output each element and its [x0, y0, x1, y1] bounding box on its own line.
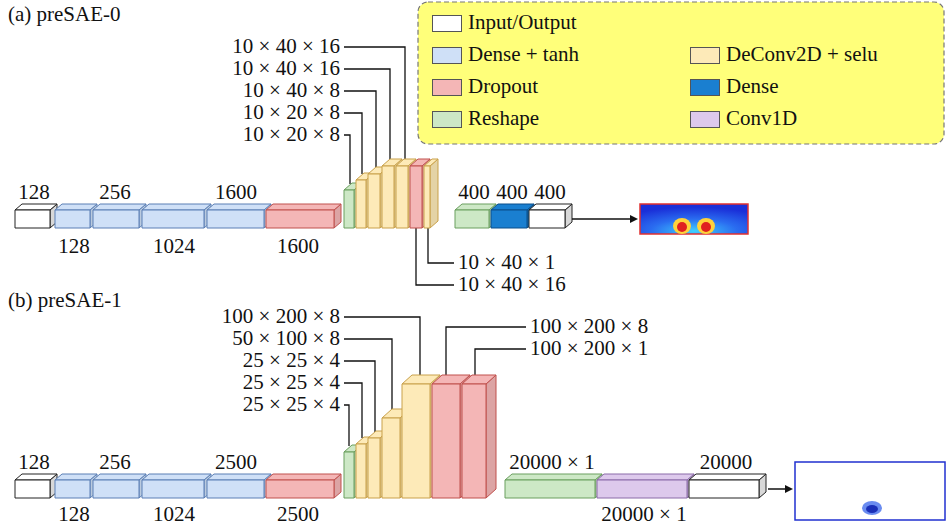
- dimension-label: 256: [99, 182, 131, 203]
- legend-text: Dense: [726, 76, 778, 97]
- dimension-label: 128: [18, 182, 50, 203]
- dimension-label: 400: [534, 182, 566, 203]
- dimension-label: 1600: [277, 236, 319, 257]
- dimension-label: 100 × 200 × 8: [222, 306, 340, 327]
- dimension-label: 20000: [700, 452, 753, 473]
- dimension-label: 128: [18, 452, 50, 473]
- legend-swatch: [690, 111, 720, 128]
- legend-panel: [418, 2, 944, 144]
- legend-text: Input/Output: [468, 12, 577, 33]
- dimension-label: 10 × 40 × 1: [458, 252, 555, 273]
- panel-title: (b) preSAE-1: [8, 290, 122, 311]
- output-image-b: [795, 462, 945, 520]
- legend-swatch: [432, 111, 462, 128]
- dimension-label: 10 × 20 × 8: [243, 102, 340, 123]
- dimension-label: 10 × 20 × 8: [243, 124, 340, 145]
- dimension-label: 20000 × 1: [601, 504, 686, 525]
- panel-title: (a) preSAE-0: [8, 4, 121, 25]
- dimension-label: 400: [458, 182, 490, 203]
- legend-swatch: [690, 79, 720, 96]
- dimension-label: 100 × 200 × 8: [530, 316, 648, 337]
- legend-text: DeConv2D + selu: [726, 44, 878, 65]
- dimension-label: 25 × 25 × 4: [243, 350, 340, 371]
- dimension-label: 256: [99, 452, 131, 473]
- dimension-label: 50 × 100 × 8: [232, 328, 340, 349]
- legend-swatch: [432, 15, 462, 32]
- dimension-label: 1024: [153, 504, 195, 525]
- dimension-label: 1600: [215, 182, 257, 203]
- dimension-label: 20000 × 1: [509, 452, 594, 473]
- dimension-label: 10 × 40 × 16: [232, 36, 340, 57]
- dimension-label: 1024: [153, 236, 195, 257]
- legend-text: Conv1D: [726, 108, 797, 129]
- dimension-label: 25 × 25 × 4: [243, 394, 340, 415]
- legend-text: Dropout: [468, 76, 538, 97]
- output-image-a: [640, 204, 748, 234]
- dimension-label: 128: [58, 504, 90, 525]
- dimension-label: 2500: [277, 504, 319, 525]
- dimension-label: 128: [58, 236, 90, 257]
- dimension-label: 10 × 40 × 8: [243, 80, 340, 101]
- legend-swatch: [432, 79, 462, 96]
- legend-text: Reshape: [468, 108, 539, 129]
- legend-swatch: [432, 47, 462, 64]
- dimension-label: 10 × 40 × 16: [458, 274, 566, 295]
- dimension-label: 100 × 200 × 1: [530, 338, 648, 359]
- dimension-label: 400: [496, 182, 528, 203]
- dimension-label: 25 × 25 × 4: [243, 372, 340, 393]
- legend-swatch: [690, 47, 720, 64]
- dimension-label: 2500: [215, 452, 257, 473]
- layer-blocks: [15, 159, 766, 498]
- dimension-label: 10 × 40 × 16: [232, 58, 340, 79]
- legend-text: Dense + tanh: [468, 44, 579, 65]
